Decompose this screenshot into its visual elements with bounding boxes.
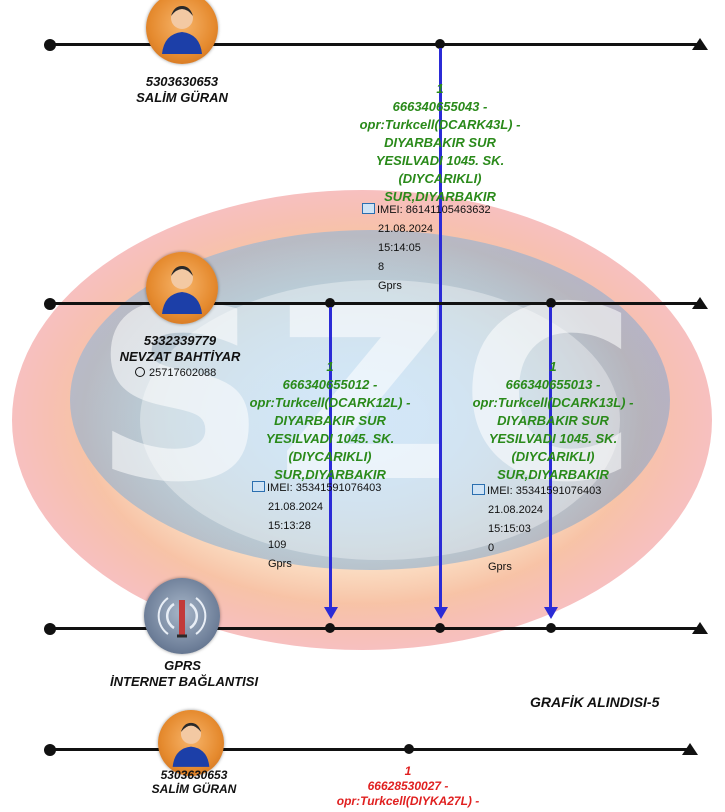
- event-1-details: IMEI: 86141105463632 21.08.2024 15:14:05…: [362, 201, 491, 296]
- event-1-connector: [439, 48, 442, 608]
- party-2-number: 5332339779: [143, 333, 217, 348]
- event-3-line-6: SUR,DIYARBAKIR: [497, 467, 609, 482]
- event-4-count: 1: [404, 764, 412, 778]
- party-4-number: 5303630653: [160, 768, 228, 782]
- timeline-4-arrow: [682, 743, 698, 755]
- timeline-3-event-node-3[interactable]: [546, 623, 556, 633]
- timeline-3-arrow: [692, 622, 708, 634]
- timeline-4-start: [44, 744, 56, 756]
- event-3-date: 21.08.2024: [488, 504, 544, 516]
- event-2-line-1: 666340655012 -: [282, 377, 378, 392]
- person-avatar-icon[interactable]: [146, 252, 218, 324]
- timeline-4-event-node[interactable]: [404, 744, 414, 754]
- party-2-extra: 25717602088: [135, 367, 216, 379]
- timeline-2-event-node-1[interactable]: [325, 298, 335, 308]
- party-4-label: 5303630653 SALİM GÜRAN: [124, 768, 264, 796]
- event-3-text[interactable]: 1 666340655013 - opr:Turkcell(DCARK13L) …: [448, 358, 658, 484]
- person-avatar-icon[interactable]: [158, 710, 224, 776]
- timeline-2-arrow: [692, 297, 708, 309]
- timeline-3-event-node-2[interactable]: [435, 623, 445, 633]
- event-1-line-5: (DIYCARIKLI): [398, 171, 482, 186]
- event-3-arrow: [544, 607, 558, 619]
- event-2-count: 1: [326, 359, 334, 374]
- person-avatar-icon[interactable]: [146, 0, 218, 64]
- party-4-name: SALİM GÜRAN: [151, 782, 237, 796]
- event-3-line-1: 666340655013 -: [505, 377, 601, 392]
- party-1-name: SALİM GÜRAN: [136, 90, 228, 105]
- party-2-name: NEVZAT BAHTİYAR: [119, 349, 241, 364]
- event-2-arrow: [324, 607, 338, 619]
- event-4-line-2: opr:Turkcell(DIYKA27L) -: [336, 794, 480, 808]
- event-2-text[interactable]: 1 666340655012 - opr:Turkcell(DCARK12L) …: [230, 358, 430, 484]
- event-2-details: IMEI: 35341591076403 21.08.2024 15:13:28…: [252, 479, 381, 574]
- party-3-label: GPRS İNTERNET BAĞLANTISI: [110, 658, 259, 690]
- timeline-3-start: [44, 623, 56, 635]
- party-1-label: 5303630653 SALİM GÜRAN: [112, 74, 252, 106]
- event-1-line-4: YESILVADI 1045. SK.: [375, 153, 505, 168]
- timeline-3: [50, 627, 700, 630]
- event-3-connector: [549, 307, 552, 608]
- event-3-count: 1: [549, 359, 557, 374]
- cell-tower-icon[interactable]: [144, 578, 220, 654]
- event-3-time: 15:15:03: [488, 523, 531, 535]
- event-3-line-5: (DIYCARIKLI): [511, 449, 595, 464]
- event-1-size: 8: [378, 261, 385, 273]
- party-3-number: GPRS: [164, 658, 201, 673]
- page-caption: GRAFİK ALINDISI-5: [530, 694, 660, 710]
- event-3-line-3: DIYARBAKIR SUR: [497, 413, 609, 428]
- timeline-1: [50, 43, 700, 46]
- imei-icon: [252, 481, 265, 492]
- event-4-line-1: 66628530027 -: [367, 779, 449, 793]
- event-1-line-6: SUR,DIYARBAKIR: [384, 189, 496, 204]
- event-3-imei: IMEI: 35341591076403: [487, 485, 602, 497]
- event-1-count: 1: [436, 81, 444, 96]
- event-2-line-6: SUR,DIYARBAKIR: [274, 467, 386, 482]
- event-2-line-5: (DIYCARIKLI): [288, 449, 372, 464]
- timeline-4: [50, 748, 690, 751]
- event-3-line-4: YESILVADI 1045. SK.: [488, 431, 618, 446]
- timeline-2-event-node-2[interactable]: [546, 298, 556, 308]
- event-1-imei: IMEI: 86141105463632: [377, 204, 491, 216]
- event-2-type: Gprs: [268, 558, 292, 570]
- party-1-number: 5303630653: [145, 74, 219, 89]
- timeline-1-event-node[interactable]: [435, 39, 445, 49]
- imei-icon: [472, 484, 485, 495]
- event-1-time: 15:14:05: [378, 242, 421, 254]
- event-1-line-2: opr:Turkcell(DCARK43L) -: [359, 117, 521, 132]
- timeline-2-start: [44, 298, 56, 310]
- party-2-label: 5332339779 NEVZAT BAHTİYAR: [105, 333, 255, 365]
- party-3-name: İNTERNET BAĞLANTISI: [110, 674, 259, 689]
- event-1-arrow: [434, 607, 448, 619]
- event-1-line-3: DIYARBAKIR SUR: [384, 135, 496, 150]
- event-3-details: IMEI: 35341591076403 21.08.2024 15:15:03…: [472, 482, 601, 577]
- event-2-date: 21.08.2024: [268, 501, 324, 513]
- event-2-size: 109: [268, 539, 287, 551]
- imei-icon: [362, 203, 375, 214]
- event-2-line-4: YESILVADI 1045. SK.: [265, 431, 395, 446]
- event-3-size: 0: [488, 542, 495, 554]
- timeline-1-start: [44, 39, 56, 51]
- event-1-type: Gprs: [378, 280, 402, 292]
- timeline-1-arrow: [692, 38, 708, 50]
- timeline-3-event-node-1[interactable]: [325, 623, 335, 633]
- event-1-text[interactable]: 1 666340655043 - opr:Turkcell(DCARK43L) …: [330, 80, 550, 206]
- event-2-time: 15:13:28: [268, 520, 311, 532]
- event-2-connector: [329, 307, 332, 608]
- event-2-line-3: DIYARBAKIR SUR: [274, 413, 386, 428]
- event-2-line-2: opr:Turkcell(DCARK12L) -: [249, 395, 411, 410]
- event-1-date: 21.08.2024: [378, 223, 434, 235]
- clock-icon: [135, 367, 145, 377]
- event-3-line-2: opr:Turkcell(DCARK13L) -: [472, 395, 634, 410]
- event-3-type: Gprs: [488, 561, 512, 573]
- timeline-2: [50, 302, 700, 305]
- event-1-line-1: 666340655043 -: [392, 99, 488, 114]
- event-4-text[interactable]: 1 66628530027 - opr:Turkcell(DIYKA27L) -: [298, 764, 518, 809]
- event-2-imei: IMEI: 35341591076403: [267, 482, 382, 494]
